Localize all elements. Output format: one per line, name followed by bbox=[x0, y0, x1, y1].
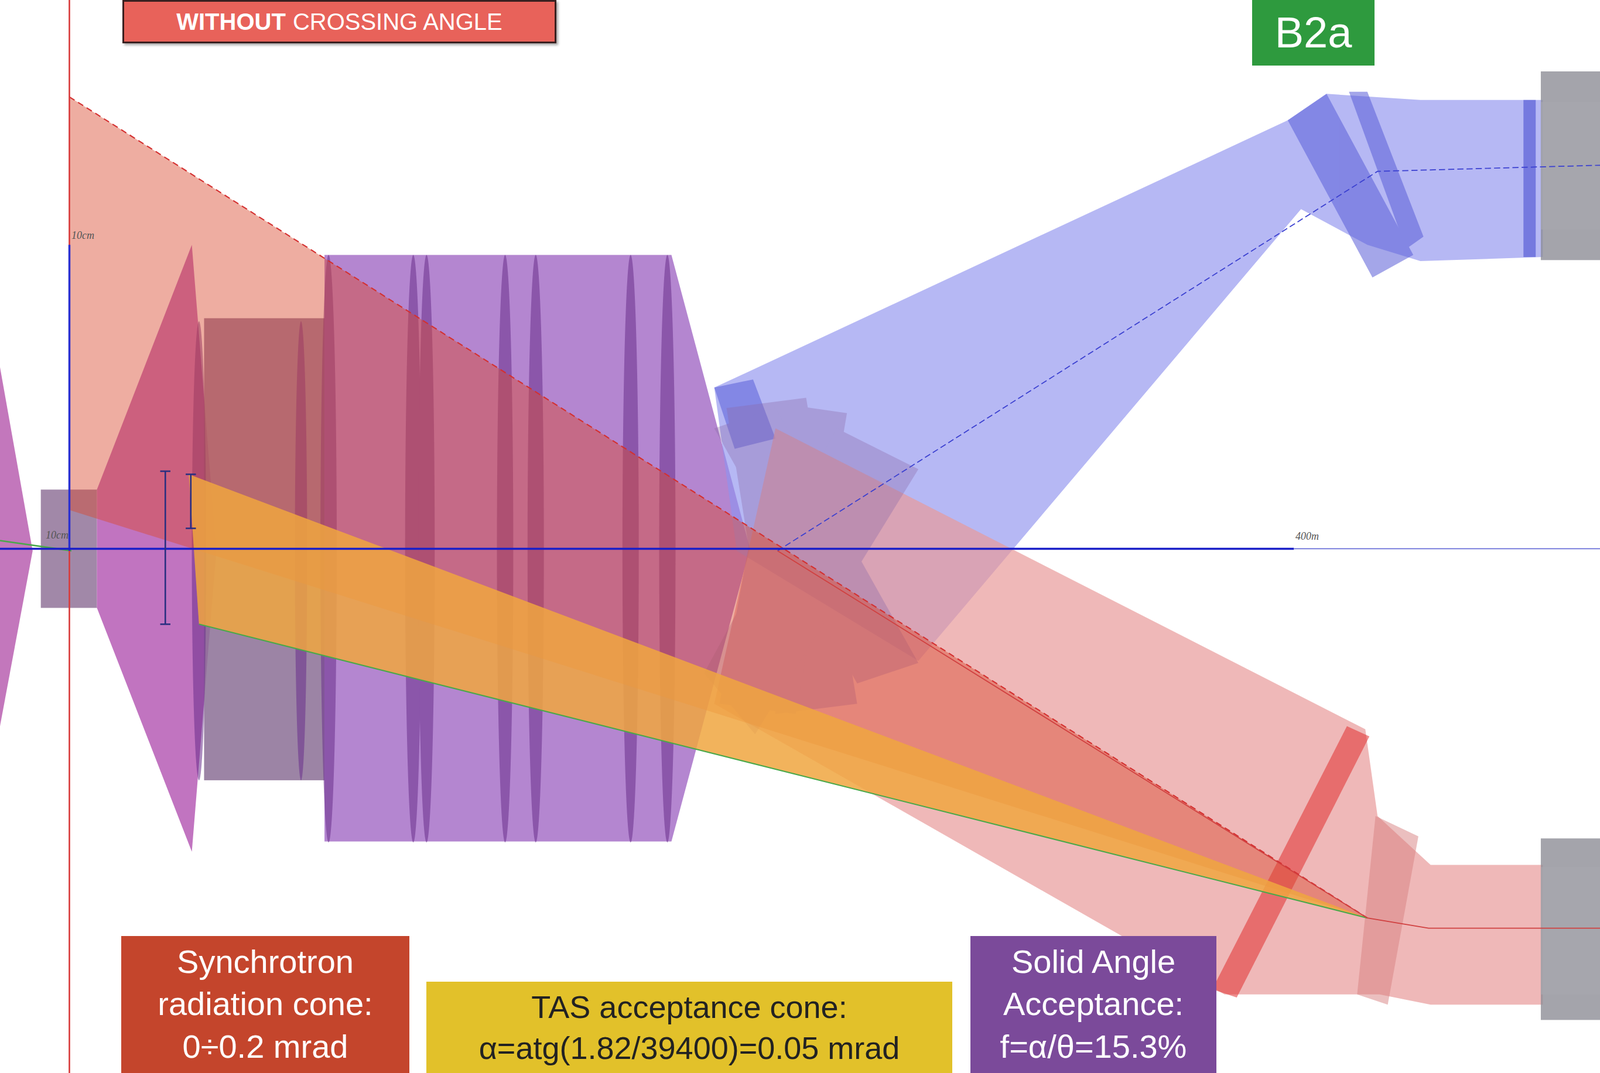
note-box: Synchrotron radiation cone: 0÷0.2 mrad bbox=[121, 936, 410, 1073]
note-box: Solid Angle Acceptance: f=α/θ=15.3% bbox=[970, 936, 1217, 1073]
title-box: WITHOUTCROSSING ANGLE bbox=[122, 0, 557, 44]
scale-label: 10cm bbox=[45, 529, 69, 542]
node-text: TAS acceptance cone: α=atg(1.82/39400)=0… bbox=[479, 989, 901, 1066]
node-text: B2a bbox=[1274, 8, 1353, 57]
scale-label: 10cm bbox=[71, 229, 95, 242]
node-text: WITHOUT bbox=[176, 8, 286, 35]
node-text: Synchrotron radiation cone: 0÷0.2 mrad bbox=[157, 943, 373, 1066]
node-text: Solid Angle Acceptance: f=α/θ=15.3% bbox=[1000, 943, 1188, 1066]
node-text: CROSSING ANGLE bbox=[292, 8, 503, 35]
beam-tag: B2a bbox=[1252, 0, 1375, 66]
note-box: TAS acceptance cone: α=atg(1.82/39400)=0… bbox=[426, 982, 953, 1073]
scale-label: 400m bbox=[1295, 530, 1319, 543]
